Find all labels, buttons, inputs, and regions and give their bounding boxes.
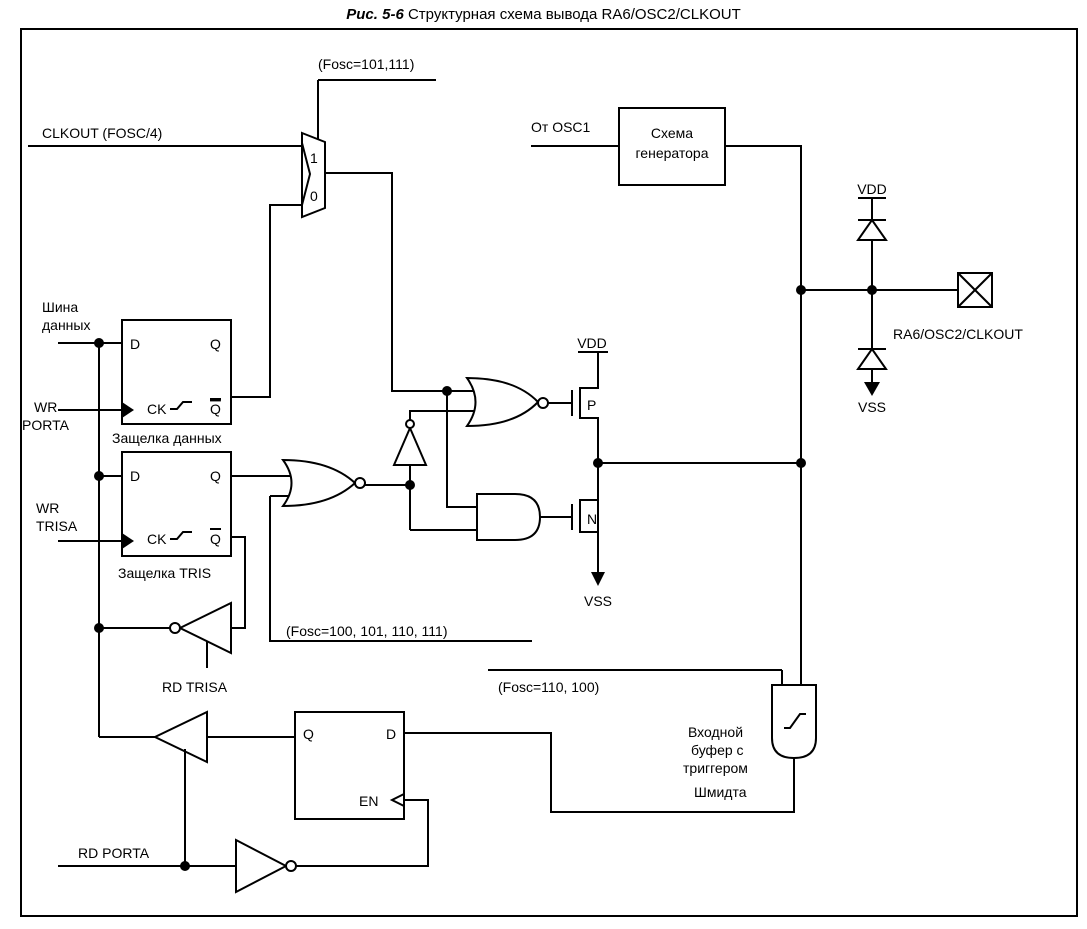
oscillator-block-label-2: генератора [636, 145, 709, 161]
schmitt-output-wire [404, 732, 795, 813]
figure-caption: Рис. 5-6 Структурная схема вывода RA6/OS… [0, 6, 1087, 23]
figure-number: Рис. 5-6 [346, 6, 404, 23]
junction-dot [796, 458, 806, 468]
pin-label: RA6/OSC2/CLKOUT [893, 326, 1023, 342]
rd-porta-inverter [235, 838, 289, 894]
vdd-mid-label: VDD [577, 335, 607, 351]
fosc-in-label: (Fosc=110, 100) [498, 679, 599, 695]
inversion-bubble [285, 860, 297, 872]
junction-dot [442, 386, 452, 396]
vdd-right-label: VDD [857, 181, 887, 197]
bus-label-1: Шина [42, 299, 78, 315]
clkout-label: CLKOUT (FOSC/4) [42, 125, 162, 141]
clock-edge-icon [170, 531, 192, 540]
junction-dot [94, 338, 104, 348]
mux-output-wire [325, 172, 478, 392]
osc1-label: От OSC1 [531, 119, 591, 135]
tris-qbar-wire [231, 536, 246, 629]
p-label: P [587, 397, 596, 413]
enable-wire [296, 799, 429, 867]
inverter-output-wire [409, 410, 480, 420]
junction-dot [180, 861, 190, 871]
pin-pad-cross [957, 272, 993, 308]
tris-latch-caption: Защелка TRIS [118, 565, 211, 581]
rd-porta-buffer [152, 710, 208, 764]
oscillator-block-label-1: Схема [651, 125, 693, 141]
vss-arrow-icon [591, 572, 605, 586]
protection-diode-upper [856, 218, 888, 241]
input-latch-en: EN [359, 793, 378, 809]
data-latch-ck: CK [147, 401, 167, 417]
input-latch-block [294, 711, 405, 820]
inverter-gate [392, 425, 428, 466]
output-mux [301, 131, 326, 219]
rd-trisa-buffer [177, 601, 232, 655]
diagram-frame [20, 28, 1078, 917]
junction-dot [94, 471, 104, 481]
vss-right-label: VSS [858, 399, 886, 415]
tris-latch-qbar: Q [210, 531, 221, 547]
schmitt-label-4: Шмидта [694, 784, 747, 800]
mux-input-1-label: 1 [310, 150, 318, 166]
inversion-bubble [354, 477, 366, 489]
tris-latch-d: D [130, 468, 140, 484]
inversion-bubble [537, 397, 549, 409]
wr-trisa-label-1: WR [36, 500, 59, 516]
input-latch-d: D [386, 726, 396, 742]
data-latch-qbar: Q [210, 401, 221, 417]
tris-latch-q: Q [210, 468, 221, 484]
inversion-bubble [405, 419, 415, 429]
data-latch-caption: Защелка данных [112, 430, 222, 446]
data-latch-qbar-wire [231, 204, 302, 398]
wr-porta-label-1: WR [34, 399, 57, 415]
vss-arrow-icon [864, 382, 880, 396]
tris-latch-ck: CK [147, 531, 167, 547]
figure-title: Структурная схема вывода RA6/OSC2/CLKOUT [407, 6, 741, 23]
cross-wire [446, 391, 478, 508]
mux-input-0-label: 0 [310, 188, 318, 204]
nor-gate-p-drive [465, 376, 540, 428]
n-label: N [587, 511, 597, 527]
clock-input-triangle-icon [122, 533, 134, 549]
oscillator-output-wire [725, 145, 802, 290]
wr-porta-label-2: PORTA [22, 417, 70, 433]
n-transistor-channel [579, 499, 599, 572]
and-gate-n-drive [476, 493, 542, 541]
data-latch-d: D [130, 336, 140, 352]
schmitt-label-3: триггером [683, 760, 748, 776]
fosc-output-select-wire [269, 496, 532, 642]
enable-input-icon [389, 793, 405, 807]
fosc-mux-label: (Fosc=101,111) [318, 56, 414, 72]
oscillator-block [618, 107, 726, 186]
schmitt-label-2: буфер с [691, 742, 744, 758]
mux-inner-mark [301, 142, 312, 206]
bus-label-2: данных [42, 317, 90, 333]
protection-diode-lower [856, 347, 888, 370]
fosc-out-label: (Fosc=100, 101, 110, 111) [286, 623, 448, 639]
rd-trisa-label: RD TRISA [162, 679, 228, 695]
inversion-bubble [169, 622, 181, 634]
data-latch-q: Q [210, 336, 221, 352]
data-latch-block [121, 319, 232, 425]
vss-mid-label: VSS [584, 593, 612, 609]
junction-dot [796, 285, 806, 295]
clock-input-triangle-icon [122, 402, 134, 418]
p-transistor-channel [579, 352, 599, 540]
nor-gate-tris [281, 458, 357, 508]
hysteresis-icon [784, 713, 806, 729]
clock-edge-icon [170, 401, 192, 410]
schmitt-label-1: Входной [688, 724, 743, 740]
rd-porta-label: RD PORTA [78, 845, 150, 861]
input-latch-q: Q [303, 726, 314, 742]
wr-trisa-label-2: TRISA [36, 518, 78, 534]
